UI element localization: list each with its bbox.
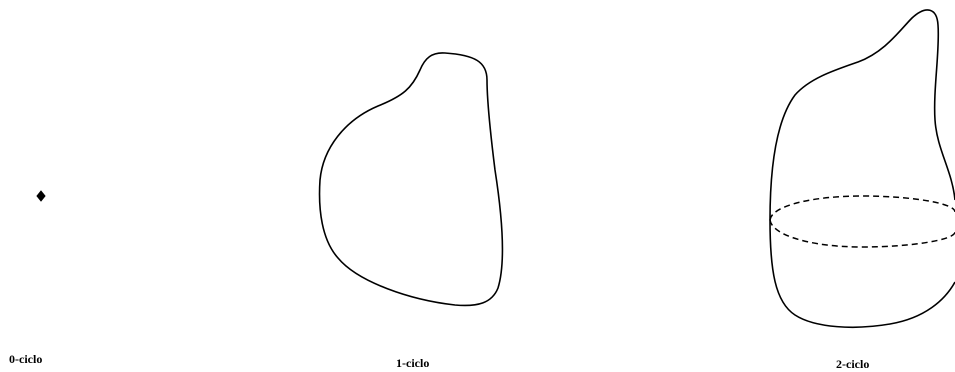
zero-cycle <box>37 191 45 201</box>
two-cycle <box>770 10 955 327</box>
two-cycle-equator-back <box>770 196 955 220</box>
zero-cycle-point <box>37 191 45 201</box>
one-cycle <box>320 53 503 306</box>
two-cycle-equator-front <box>770 220 955 247</box>
two-cycle-surface-outline <box>770 10 955 327</box>
one-cycle-curve <box>320 53 503 306</box>
two-cycle-label: 2-ciclo <box>836 357 869 372</box>
zero-cycle-label: 0-ciclo <box>9 352 42 367</box>
